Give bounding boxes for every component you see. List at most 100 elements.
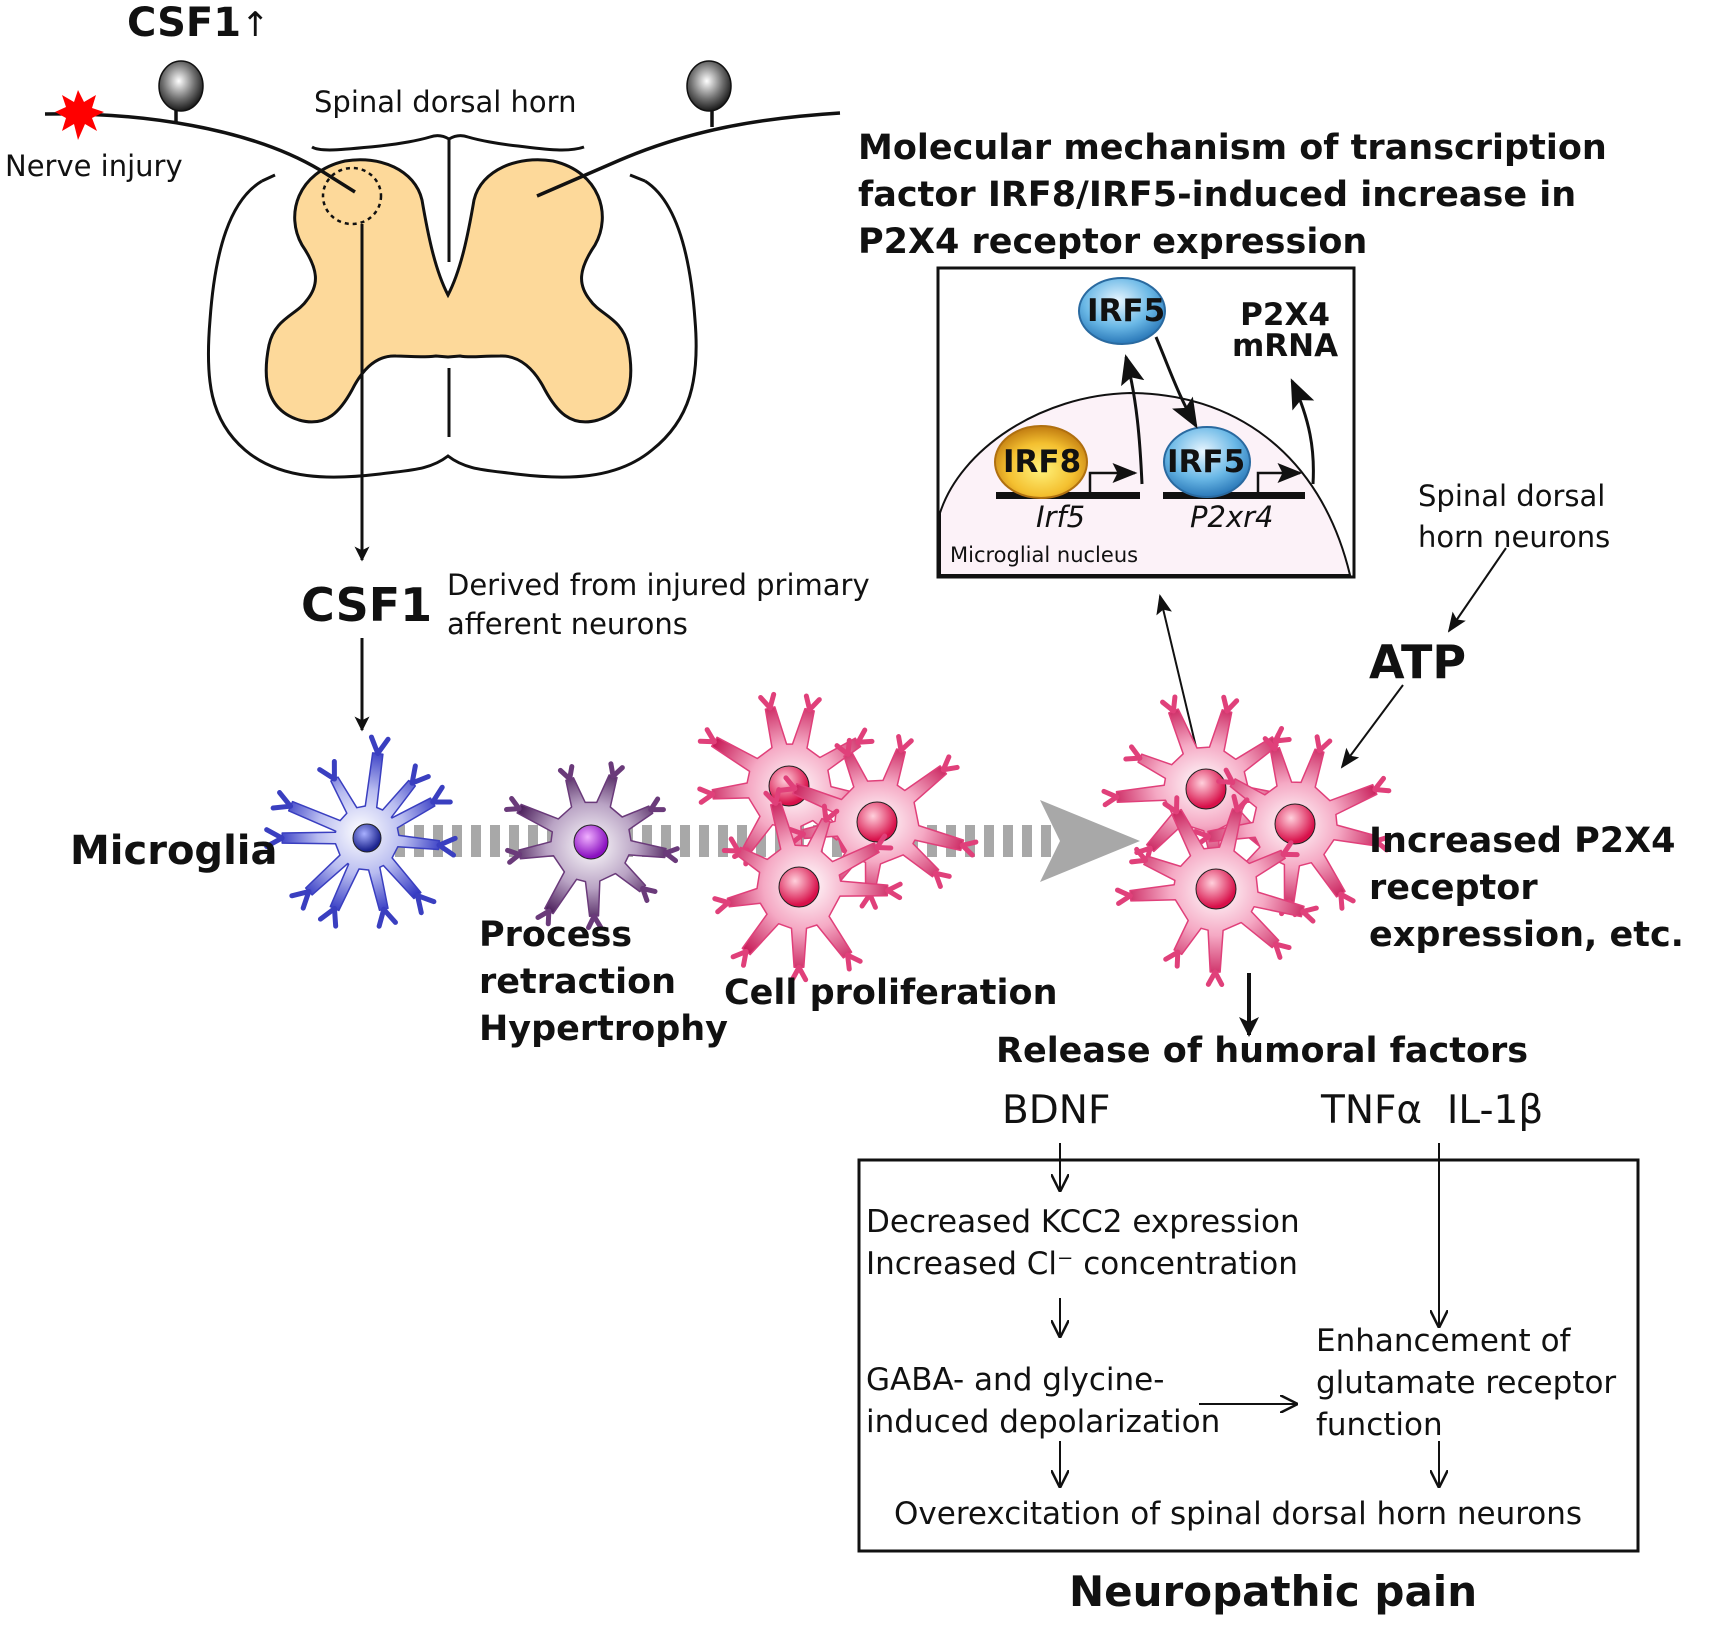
p2x4-mrna-label: P2X4 mRNA	[1232, 300, 1338, 362]
gaba-line-1: GABA- and glycine-	[866, 1362, 1165, 1398]
microglia-activated-1-branch	[1170, 694, 1178, 714]
arrow-irf5-translation	[1121, 354, 1145, 485]
irf8-label: IRF8	[1003, 444, 1082, 480]
microglia-proliferating-3-branch	[773, 787, 782, 806]
microglia-proliferating-2-branch	[898, 738, 914, 753]
glut-line-1: Enhancement of	[1316, 1323, 1571, 1359]
process-line-1: Process	[479, 915, 633, 955]
microglia-hypertrophic-branch	[535, 908, 552, 920]
intact-afferent-neuron	[536, 60, 841, 198]
p2x4-mrna-line-1: P2X4	[1240, 297, 1330, 333]
microglia-activated-3	[1115, 793, 1319, 988]
overexcitation-text: Overexcitation of spinal dorsal horn neu…	[894, 1496, 1583, 1532]
outline-arrowhead-left	[261, 173, 276, 183]
microglia-activated-1-branch	[1101, 788, 1120, 800]
microglia-activated-2-branch	[1223, 767, 1236, 786]
drg-soma-left	[158, 60, 204, 112]
microglia-activated-3-branch	[1115, 887, 1133, 899]
process-retraction-label: Process retraction Hypertrophy	[479, 912, 728, 1053]
microglia-hypertrophic	[504, 761, 680, 931]
microglia-proliferating-1-branch	[767, 691, 777, 711]
microglia-activated-3-nucleus	[1195, 868, 1237, 910]
increased-p2x4-label: Increased P2X4 receptor expression, etc.	[1369, 818, 1684, 959]
microglia-proliferating-3	[712, 787, 903, 983]
glutamate-text: Enhancement of glutamate receptor functi…	[1316, 1320, 1616, 1446]
drg-soma-right	[686, 60, 732, 112]
microglia-activated-3-branch	[1134, 846, 1149, 863]
microglia-activated-1-branch	[1224, 698, 1240, 714]
promoter-arrow-irf5	[1088, 463, 1138, 492]
microglia-proliferating-2-branch	[783, 775, 798, 792]
spinal-neurons-line-2: horn neurons	[1418, 520, 1611, 554]
microglia-activated-2-branch	[1317, 738, 1333, 754]
white-matter-outline	[206, 179, 698, 479]
nerve-injury-burst-icon	[55, 90, 104, 140]
microglia-label: Microglia	[70, 828, 278, 874]
arrow-p2x4-mrna	[1290, 378, 1315, 485]
microglia-proliferating-2-branch	[959, 842, 975, 858]
microglia-activated-3-branch	[1205, 969, 1218, 987]
microglia-proliferating-1-branch	[855, 738, 875, 745]
microglia-proliferating-3-branch	[823, 808, 840, 823]
csf1-increase-label: CSF1↑	[127, 0, 270, 46]
csf1-source-line-2: afferent neurons	[447, 607, 688, 641]
microglia-resting-branch	[277, 790, 294, 809]
microglia-activated-2-branch	[1192, 829, 1211, 839]
microglia-hypertrophic-branch	[505, 847, 522, 857]
microglia-activated-1-nucleus	[1185, 768, 1227, 810]
microglia-hypertrophic-branch	[640, 886, 650, 903]
microglia-resting-branch	[264, 827, 285, 841]
outline-arrowhead-right	[629, 173, 646, 183]
microglia-activated-2-branch	[1272, 732, 1281, 752]
microglia-activated-3-branch	[1163, 949, 1181, 962]
gene-irf5-label: Irf5	[1036, 500, 1086, 534]
gene-bar-irf5	[996, 492, 1140, 499]
microglia-activated-3-branch	[1272, 941, 1283, 960]
microglia-activated-2-branch	[1372, 786, 1392, 794]
microglia-resting-branch	[375, 736, 391, 756]
microglia-resting-branch	[436, 842, 457, 858]
promoter-arrow-p2xr4	[1256, 463, 1303, 492]
microglia-proliferating-1-branch	[807, 697, 822, 713]
up-arrow-icon: ↑	[241, 5, 270, 45]
gaba-text: GABA- and glycine- induced depolarizatio…	[866, 1359, 1220, 1443]
neuropathic-pain-label: Neuropathic pain	[1069, 1567, 1478, 1616]
mechanism-box	[857, 1158, 1640, 1553]
microglia-resting-branch	[409, 774, 431, 786]
microglia-resting-nucleus	[352, 823, 382, 853]
mechanism-inset	[936, 266, 1356, 579]
microglia-activated-3-branch	[1234, 797, 1250, 813]
progression-arrow	[395, 800, 1140, 882]
irf5-protein-bound	[1163, 426, 1251, 498]
microglia-hypertrophic-branch	[509, 796, 522, 812]
bdnf-label: BDNF	[1002, 1088, 1111, 1133]
gaba-line-2: induced depolarization	[866, 1404, 1221, 1440]
spinal-cord	[206, 134, 698, 479]
microglia-proliferating-3-branch	[730, 949, 749, 960]
gene-p2xr4-label: P2xr4	[1190, 500, 1274, 534]
kcc2-line-2: Increased Cl⁻ concentration	[866, 1246, 1298, 1282]
microglia-proliferating-3-nucleus	[778, 866, 820, 908]
kcc2-line-1: Decreased KCC2 expression	[866, 1204, 1300, 1240]
dorsal-horn-region-dashed	[321, 166, 383, 226]
microglia-activated-2-branch	[1338, 891, 1345, 911]
tnf-il1-label: TNFα IL-1β	[1321, 1088, 1544, 1133]
mechanism-title-line-2: factor IRF8/IRF5-induced increase in	[858, 175, 1577, 215]
microglia-resting-branch	[414, 893, 424, 916]
microglia-proliferating-2	[778, 734, 979, 910]
kcc2-text: Decreased KCC2 expression Increased Cl⁻ …	[866, 1201, 1300, 1285]
microglia-proliferating-3-branch	[885, 887, 903, 901]
irf5-bound-label: IRF5	[1167, 444, 1246, 480]
csf1-up-text: CSF1	[127, 0, 242, 46]
csf1-source-note: Derived from injured primary afferent ne…	[447, 566, 870, 644]
microglia-proliferating-2-branch	[845, 737, 852, 757]
arrow-irf5-binding	[1154, 336, 1198, 429]
atp-label: ATP	[1369, 635, 1467, 689]
microglia-hypertrophic-branch	[567, 764, 575, 782]
csf1-source-line-1: Derived from injured primary	[447, 568, 870, 602]
arrow-neurons-to-atp	[1447, 547, 1507, 633]
microglia-proliferating-3-branch	[789, 964, 802, 983]
microglia-proliferating-3-branch	[728, 836, 741, 854]
microglia-proliferating-1-branch	[704, 727, 717, 745]
